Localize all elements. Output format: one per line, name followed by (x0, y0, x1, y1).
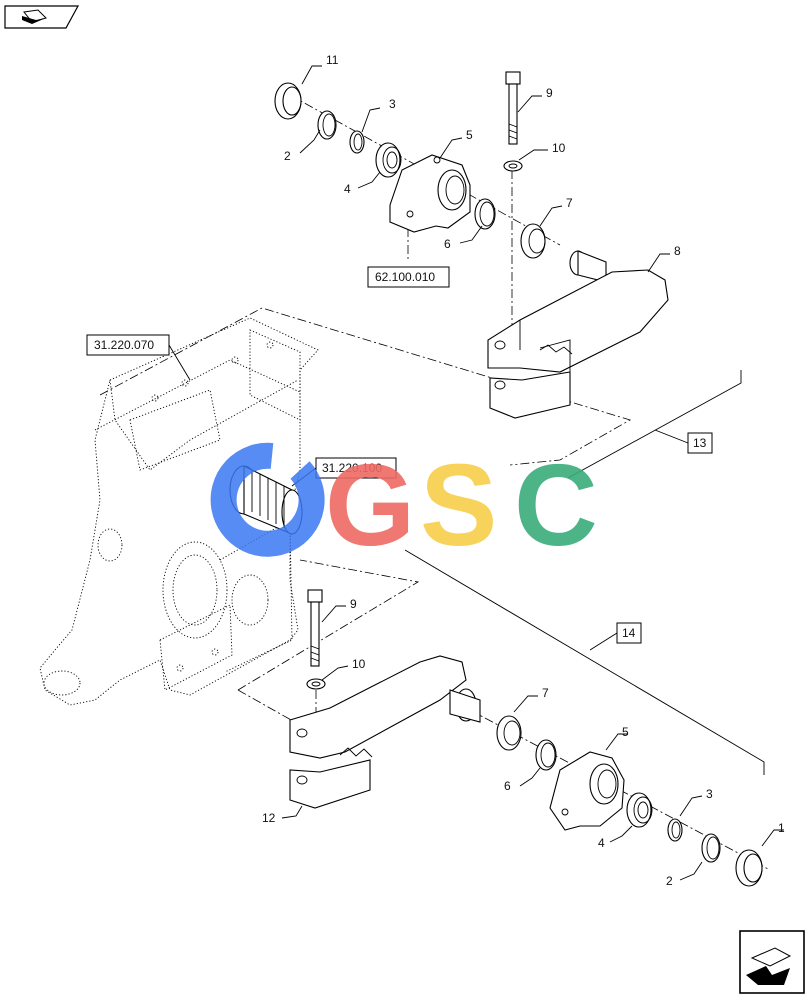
callout-top-3: 3 (389, 97, 396, 111)
arrow-corner-icon (746, 947, 792, 985)
next-nav-button[interactable] (739, 930, 805, 994)
bottom-seal-1 (735, 849, 763, 887)
watermark-letter-s: S (420, 440, 497, 570)
bottom-washer-10 (306, 678, 326, 690)
callout-top-7: 7 (566, 196, 573, 210)
bottom-bearing-housing-5 (549, 751, 625, 831)
top-circlip-2 (317, 110, 337, 140)
top-circlip-6 (474, 198, 496, 230)
callout-bot-6: 6 (504, 779, 511, 793)
watermark-letter-g: G (325, 440, 415, 570)
top-bearing-4 (375, 142, 402, 178)
group-box-14[interactable]: 14 (589, 622, 642, 651)
callout-bot-7: 7 (542, 686, 549, 700)
callout-top-10: 10 (552, 141, 566, 155)
callout-bot-10: 10 (352, 657, 366, 671)
top-circlip-3 (349, 130, 365, 154)
callout-bot-1: 1 (778, 821, 785, 835)
bottom-circlip-2 (701, 833, 721, 863)
bottom-circlip-6 (535, 739, 557, 771)
top-seal-11 (274, 82, 302, 120)
callout-bot-5: 5 (622, 725, 629, 739)
svg-text:31.220.100: 31.220.100 (322, 461, 382, 475)
top-seal-7 (520, 223, 546, 259)
callout-top-8: 8 (674, 244, 681, 258)
watermark-blue-circle (210, 442, 325, 557)
top-bearing-housing-5 (389, 154, 471, 233)
callout-top-2: 2 (284, 149, 291, 163)
svg-text:13: 13 (693, 436, 707, 450)
bottom-seal-7 (496, 715, 522, 751)
back-nav-button[interactable] (4, 5, 80, 29)
ref-box-31-220-070[interactable]: 31.220.070 (86, 334, 191, 381)
callout-top-11: 11 (326, 53, 339, 67)
watermark-letter-c: C (514, 440, 598, 570)
bottom-bolt-9 (307, 589, 323, 667)
svg-text:31.220.070: 31.220.070 (94, 338, 154, 352)
bottom-bearing-4 (626, 792, 653, 828)
gsc-watermark-logo: G S C (210, 440, 598, 570)
gearbox-housing (39, 317, 319, 706)
callout-top-6: 6 (444, 237, 451, 251)
svg-text:14: 14 (622, 626, 636, 640)
callout-bot-3: 3 (706, 787, 713, 801)
top-bolt-9 (505, 71, 521, 145)
callout-bot-9: 9 (350, 597, 357, 611)
top-arm-8 (487, 250, 669, 419)
callout-top-5: 5 (466, 128, 473, 142)
group-lines (404, 370, 765, 775)
ref-box-62-100-010[interactable]: 62.100.010 (367, 266, 450, 288)
svg-text:62.100.010: 62.100.010 (375, 270, 435, 284)
bottom-arm-12 (289, 655, 481, 809)
callout-bot-12: 12 (262, 811, 276, 825)
callout-top-9: 9 (546, 86, 553, 100)
callout-bot-2: 2 (666, 874, 673, 888)
top-washer-10 (503, 160, 523, 172)
callout-leaders (281, 65, 784, 881)
group-box-13[interactable]: 13 (654, 429, 713, 454)
bottom-circlip-3 (667, 818, 683, 842)
book-arrow-icon (22, 9, 47, 24)
callout-bot-4: 4 (598, 836, 605, 850)
callout-labels: 11 2 3 4 5 6 7 8 9 10 9 10 7 5 6 4 3 2 1… (262, 53, 785, 888)
callout-top-4: 4 (344, 182, 351, 196)
